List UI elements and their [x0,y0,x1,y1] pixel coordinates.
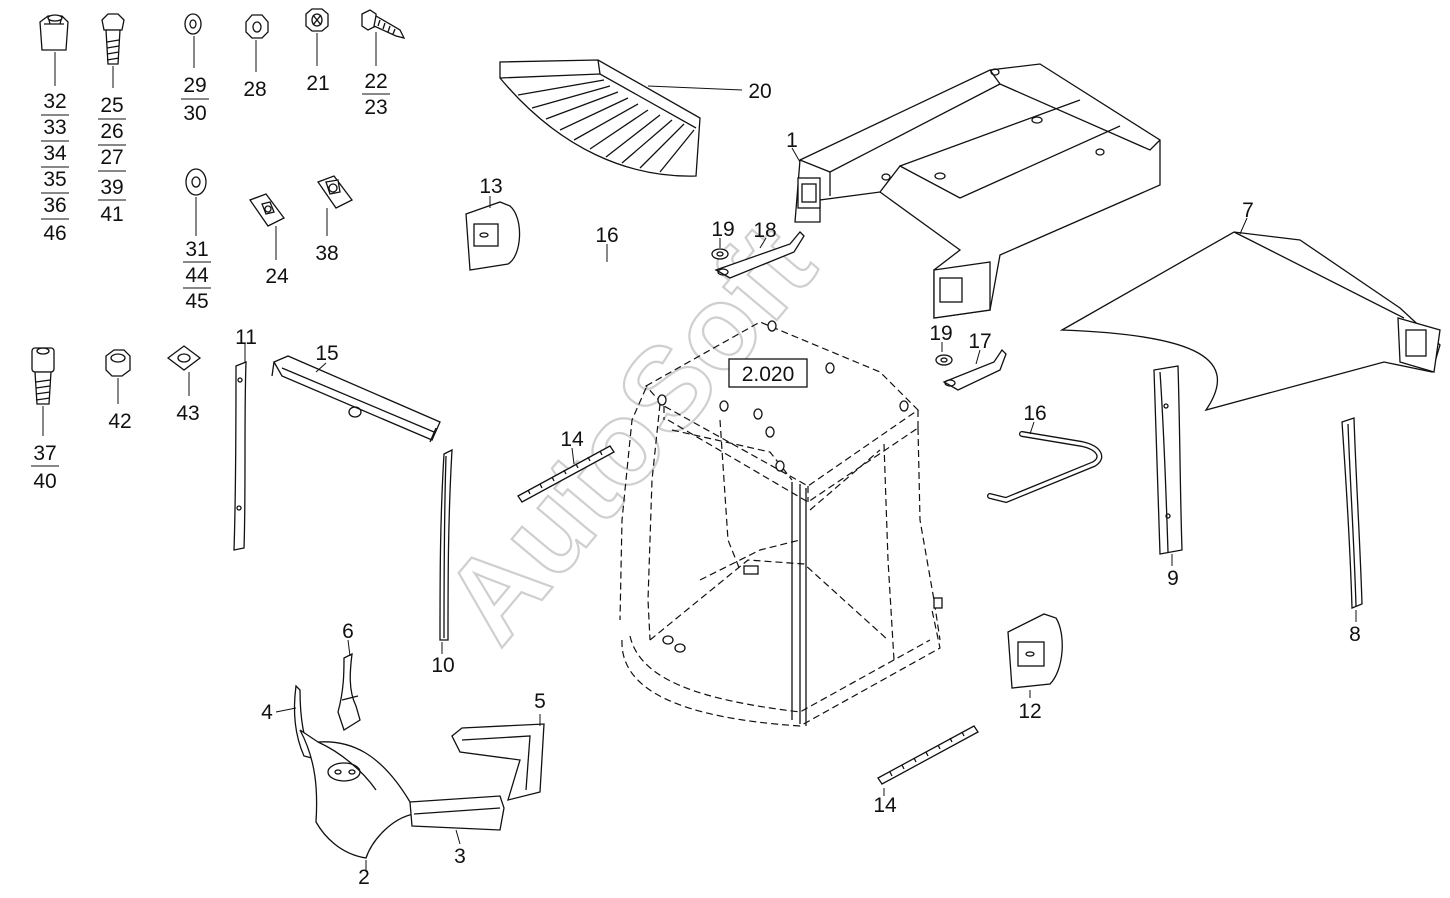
socket-cap-screw-icon [31,347,55,405]
reference-box-label: 2.020 [742,363,795,386]
bent-rod-part [987,431,1103,504]
lock-nut-icon [305,8,329,32]
screw-stack-label: 22 23 [362,70,390,119]
corner-panel-part [451,723,545,801]
part-label: 4 [261,701,273,724]
bolt-stack-label: 25 26 27 39 41 [98,94,126,226]
part-label: 14 [560,428,584,451]
speed-nut-icon [248,193,285,227]
washer-icon [711,248,729,260]
part-label: 24 [265,265,289,288]
watermark-text: AutoSoft [419,200,840,666]
part-label: 19 [929,322,952,345]
svg-text:34: 34 [43,142,67,165]
hex-bolt-icon [101,13,125,65]
pillar-strip-part [1341,417,1363,609]
front-panel-part [299,729,415,859]
part-label: 7 [1242,199,1254,222]
part-label: 15 [315,342,338,365]
trim-piece-part [337,652,361,731]
svg-text:27: 27 [100,146,123,169]
speed-nut-icon [316,175,353,209]
svg-text:23: 23 [364,96,387,119]
svg-text:33: 33 [43,116,66,139]
svg-text:46: 46 [43,222,66,245]
part-label: 21 [306,72,329,95]
cab-frame-part [619,320,943,727]
bent-rod-part [517,259,640,328]
part-label: 13 [479,175,502,198]
capscrew-stack-label: 37 40 [31,442,59,493]
part-label: 3 [454,845,466,868]
part-label: 17 [968,330,991,353]
svg-text:26: 26 [100,120,123,143]
rubber-pad-part [1007,613,1063,689]
rubber-pad-part [465,201,521,271]
part-label: 8 [1349,623,1361,646]
svg-text:31: 31 [185,238,208,261]
washer-stack-label: 29 30 [181,74,209,125]
seal-strip-part [877,725,979,785]
washer-icon [935,354,953,366]
part-label: 20 [748,80,771,103]
lock-nut-icon [245,14,269,39]
hex-nut-icon [39,14,69,51]
sun-visor-part [271,355,441,443]
svg-text:29: 29 [183,74,206,97]
part-label: 6 [342,620,354,643]
fan-grille-part [499,59,701,177]
window-strip-part [439,448,453,641]
washer2-stack-label: 31 44 45 [183,238,211,313]
part-label: 16 [595,224,618,247]
roof-frame-part [794,63,1161,319]
svg-text:35: 35 [43,168,66,191]
part-label: 14 [873,794,897,817]
bracket-part [942,348,1007,391]
nut-stack-label: 32 33 34 35 36 46 [41,90,69,245]
svg-text:40: 40 [33,470,56,493]
part-label: 1 [786,129,798,152]
reference-box [728,358,808,388]
svg-text:25: 25 [100,94,123,117]
bracket-part [714,231,805,279]
svg-text:44: 44 [185,264,209,287]
square-nut-icon [166,345,202,371]
svg-text:37: 37 [33,442,56,465]
part-label: 28 [243,78,266,101]
part-label: 19 [711,218,734,241]
part-label: 9 [1167,567,1179,590]
svg-text:22: 22 [364,70,387,93]
part-label: 16 [1023,402,1046,425]
part-label: 43 [176,402,199,425]
part-label: 11 [235,326,257,349]
svg-text:41: 41 [100,203,123,226]
svg-text:39: 39 [100,176,123,199]
part-label: 10 [431,654,454,677]
part-label: 42 [108,410,131,433]
part-label: 2 [358,866,370,889]
svg-text:30: 30 [183,102,206,125]
lower-panel-part [409,795,505,831]
lock-nut-icon [105,349,131,377]
roof-panel-part [1059,231,1441,412]
pillar-strip-part [1153,365,1183,555]
svg-text:36: 36 [43,194,66,217]
seal-strip-part [517,445,615,503]
svg-text:32: 32 [43,90,66,113]
washer-icon [185,168,207,196]
pillar-strip-part [233,361,247,551]
self-tapping-screw-icon [361,9,406,39]
part-label: 12 [1018,700,1041,723]
part-label: 38 [315,242,338,265]
part-label: 18 [753,219,776,242]
svg-text:45: 45 [185,290,208,313]
washer-icon [184,13,202,35]
part-label: 5 [534,690,546,713]
